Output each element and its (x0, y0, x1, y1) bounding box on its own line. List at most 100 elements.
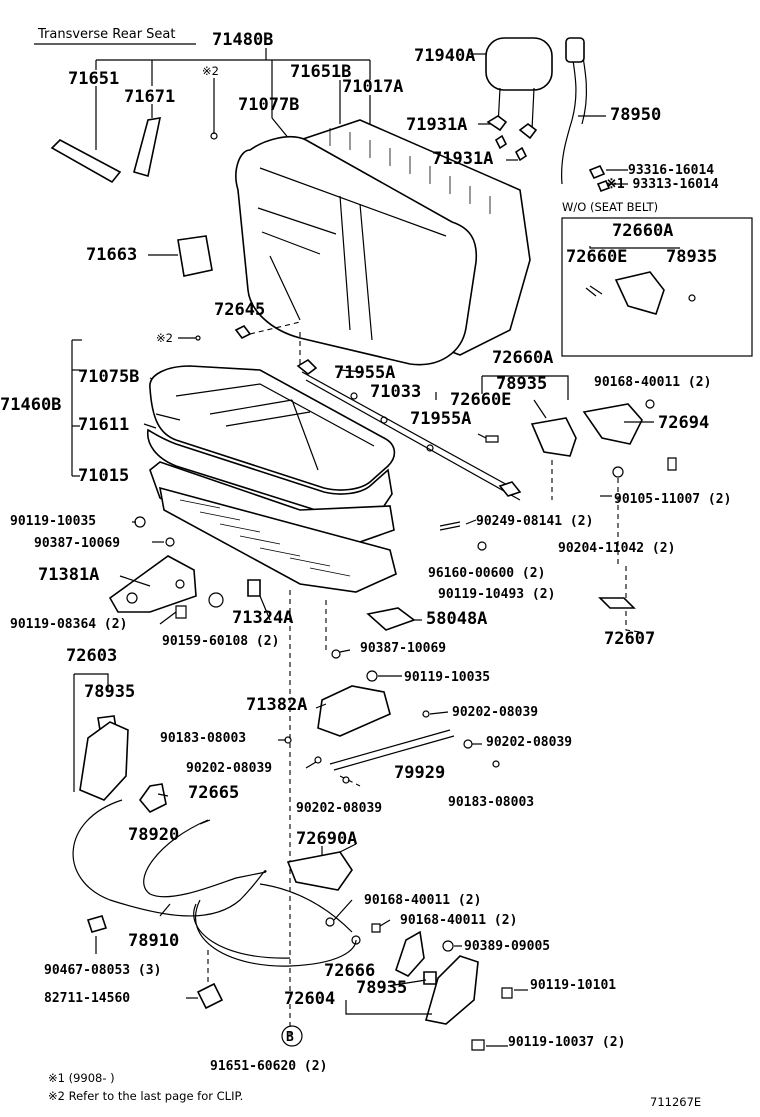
lower-assembly: B (72, 590, 513, 1051)
label-71651B: 71651B (290, 62, 351, 82)
part-90467 (86, 915, 108, 933)
label-78950: 78950 (610, 105, 661, 125)
label-82711: 82711-14560 (44, 991, 130, 1006)
label-90105: 90105-11007 (2) (614, 492, 731, 507)
label-90168-c: 90168-40011 (2) (400, 913, 517, 928)
label-91651: 91651-60620 (2) (210, 1059, 327, 1074)
label-93316: 93316-16014 (628, 163, 714, 178)
label-71075B: 71075B (78, 367, 139, 387)
label-71931A-1: 71931A (406, 115, 467, 135)
label-72690A: 72690A (296, 829, 357, 849)
label-90119-10101: 90119-10101 (530, 978, 616, 993)
label-71611: 71611 (78, 415, 129, 435)
clip-72645 (234, 324, 252, 340)
label-78935-c: 78935 (84, 682, 135, 702)
label-71324A: 71324A (232, 608, 293, 628)
label-90202-b: 90202-08039 (486, 735, 572, 750)
label-wo-seat-belt: W/O (SEAT BELT) (562, 200, 658, 214)
mid-right-bolts (366, 521, 636, 631)
circle-b (281, 1025, 303, 1047)
part-72690A (286, 851, 353, 891)
part-71671 (133, 117, 162, 178)
label-72660A-box: 72660A (612, 221, 673, 241)
label-71955A-2: 71955A (410, 409, 471, 429)
label-78910: 78910 (128, 931, 179, 951)
label-90249: 90249-08141 (2) (476, 514, 593, 529)
label-90387-a: 90387-10069 (34, 536, 120, 551)
label-72660E: 72660E (450, 390, 511, 410)
seat-back-cushion (235, 135, 478, 366)
label-90389: 90389-09005 (464, 939, 550, 954)
diagram-code: 711267E (650, 1095, 701, 1109)
label-71460B: 71460B (0, 395, 61, 415)
part-58048A (366, 607, 416, 631)
label-79929: 79929 (394, 763, 445, 783)
seat-belt-buckle (565, 37, 585, 63)
label-71931A-2: 71931A (432, 149, 493, 169)
label-72607: 72607 (604, 629, 655, 649)
label-71033: 71033 (370, 382, 421, 402)
part-71663 (177, 235, 213, 277)
label-58048A: 58048A (426, 609, 487, 629)
headrest (485, 37, 553, 91)
label-90119-10493: 90119-10493 (2) (438, 587, 555, 602)
seat-cushion-pad (147, 428, 393, 518)
label-78935-b: 78935 (496, 374, 547, 394)
label-72660A: 72660A (492, 348, 553, 368)
label-90159: 90159-60108 (2) (162, 634, 279, 649)
label-78935-box: 78935 (666, 247, 717, 267)
label-71955A-1: 71955A (334, 363, 395, 383)
label-71015: 71015 (78, 466, 129, 486)
label-90387-b: 90387-10069 (360, 641, 446, 656)
seat-cushion-assembly (147, 365, 397, 593)
label-72665: 72665 (188, 783, 239, 803)
label-90467: 90467-08053 (3) (44, 963, 161, 978)
label-note2-top: ※2 (202, 64, 219, 78)
label-71671: 71671 (124, 87, 175, 107)
label-72645: 72645 (214, 300, 265, 320)
part-72660A (530, 417, 577, 457)
diagram-title: Transverse Rear Seat (37, 27, 176, 42)
label-96160: 96160-00600 (2) (428, 566, 545, 581)
label-71663: 71663 (86, 245, 137, 265)
seat-cushion-top (149, 365, 396, 491)
label-note2-mid: ※2 (156, 331, 173, 345)
seat-belt-group (561, 37, 611, 193)
label-72660E-box: 72660E (566, 247, 627, 267)
label-72603: 72603 (66, 646, 117, 666)
leader-lines-lower (95, 369, 654, 1047)
part-71651 (50, 139, 122, 184)
part-72665 (138, 783, 167, 813)
part-71324A (247, 579, 261, 597)
seat-cushion-base (158, 486, 397, 593)
part-72694 (582, 403, 643, 445)
part-72604-plate (424, 955, 479, 1025)
label-71077B: 71077B (238, 95, 299, 115)
seat-back-assembly (235, 119, 531, 366)
label-90202-a: 90202-08039 (452, 705, 538, 720)
label-90183-b: 90183-08003 (448, 795, 534, 810)
box-frame (561, 217, 753, 357)
label-90168-b: 90168-40011 (2) (364, 893, 481, 908)
part-71382A (317, 685, 391, 737)
label-90119-08364: 90119-08364 (2) (10, 617, 127, 632)
label-78920: 78920 (128, 825, 179, 845)
label-71651: 71651 (68, 69, 119, 89)
rail-71033 (296, 332, 522, 501)
cable-78910 (72, 799, 267, 917)
part-72603-plate (79, 721, 129, 801)
label-71382A: 71382A (246, 695, 307, 715)
label-90202-c: 90202-08039 (186, 761, 272, 776)
hinge-covers (50, 117, 218, 184)
label-90119-10035-b: 90119-10035 (404, 670, 490, 685)
label-71017A: 71017A (342, 77, 403, 97)
label-90119-10035-a: 90119-10035 (10, 514, 96, 529)
bracket-72660A (481, 375, 677, 633)
part-72607 (598, 597, 636, 609)
cable-lower (194, 899, 357, 967)
label-90202-d: 90202-08039 (296, 801, 382, 816)
footnote-2: ※2 Refer to the last page for CLIP. (48, 1089, 243, 1103)
label-72666: 72666 (324, 961, 375, 981)
